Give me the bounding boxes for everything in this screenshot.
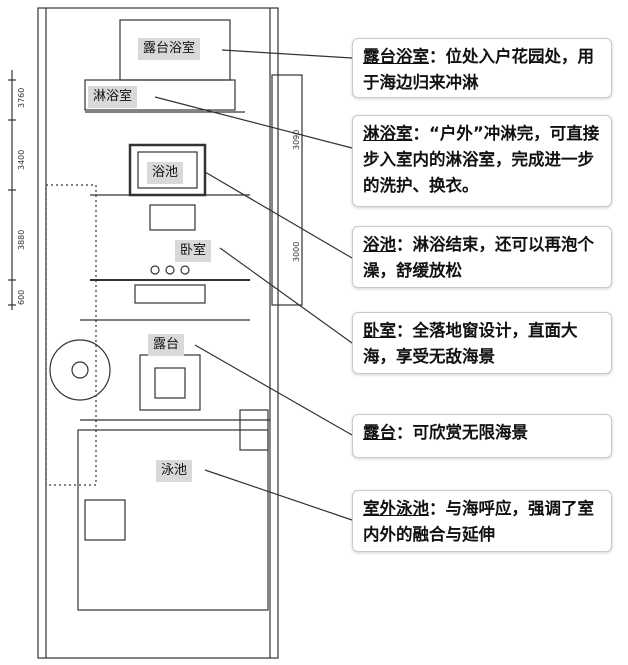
callout-bathtub: 浴池：淋浴结束，还可以再泡个澡，舒缓放松 bbox=[352, 226, 612, 288]
callout-terrace-bath: 露台浴室：位处入户花园处，用于海边归来冲淋 bbox=[352, 38, 612, 98]
dim-label: 3400 bbox=[17, 150, 26, 170]
dim-label: 3090 bbox=[292, 130, 301, 150]
callout-terrace: 露台：可欣赏无限海景 bbox=[352, 414, 612, 458]
callout-term: 室外泳池 bbox=[363, 499, 429, 518]
spiral-stair bbox=[49, 339, 111, 401]
room-tag-pool: 泳池 bbox=[156, 460, 193, 482]
callout-body: ：淋浴结束，还可以再泡个澡，舒缓放松 bbox=[363, 235, 594, 280]
callout-shower: 淋浴室：“户外”冲淋完，可直接步入室内的淋浴室，完成进一步的洗护、换衣。 bbox=[352, 115, 612, 207]
callout-term: 露台浴室 bbox=[363, 47, 429, 66]
dim-label: 600 bbox=[17, 290, 26, 305]
callout-body: ：可欣赏无限海景 bbox=[396, 423, 528, 442]
room-tag-terrace: 露台 bbox=[148, 334, 185, 356]
dim-label: 3000 bbox=[292, 242, 301, 262]
room-tag-bedroom: 卧室 bbox=[175, 240, 212, 262]
callout-body: ：与海呼应，强调了室内外的融合与延伸 bbox=[363, 499, 594, 544]
sofa bbox=[134, 284, 206, 304]
callout-term: 露台 bbox=[363, 423, 396, 442]
room-tag-shower: 淋浴室 bbox=[88, 86, 138, 108]
callout-term: 浴池 bbox=[363, 235, 396, 254]
callout-body: ：全落地窗设计，直面大海，享受无敌海景 bbox=[363, 321, 578, 366]
plan-outline bbox=[37, 7, 279, 659]
callout-body: ：位处入户花园处，用于海边归来冲淋 bbox=[363, 47, 594, 92]
callout-term: 淋浴室 bbox=[363, 124, 413, 143]
callout-pool: 室外泳池：与海呼应，强调了室内外的融合与延伸 bbox=[352, 490, 612, 552]
bed bbox=[149, 204, 196, 231]
dim-label: 3760 bbox=[17, 88, 26, 108]
callout-body: ：“户外”冲淋完，可直接步入室内的淋浴室，完成进一步的洗护、换衣。 bbox=[363, 124, 600, 195]
callout-term: 卧室 bbox=[363, 321, 396, 340]
pool-outline bbox=[77, 429, 269, 611]
terrace-table bbox=[139, 354, 201, 411]
room-tag-bathtub: 浴池 bbox=[147, 162, 184, 184]
callout-bedroom: 卧室：全落地窗设计，直面大海，享受无敌海景 bbox=[352, 312, 612, 374]
dim-label: 3880 bbox=[17, 230, 26, 250]
room-tag-terrace-bath: 露台浴室 bbox=[138, 38, 201, 60]
